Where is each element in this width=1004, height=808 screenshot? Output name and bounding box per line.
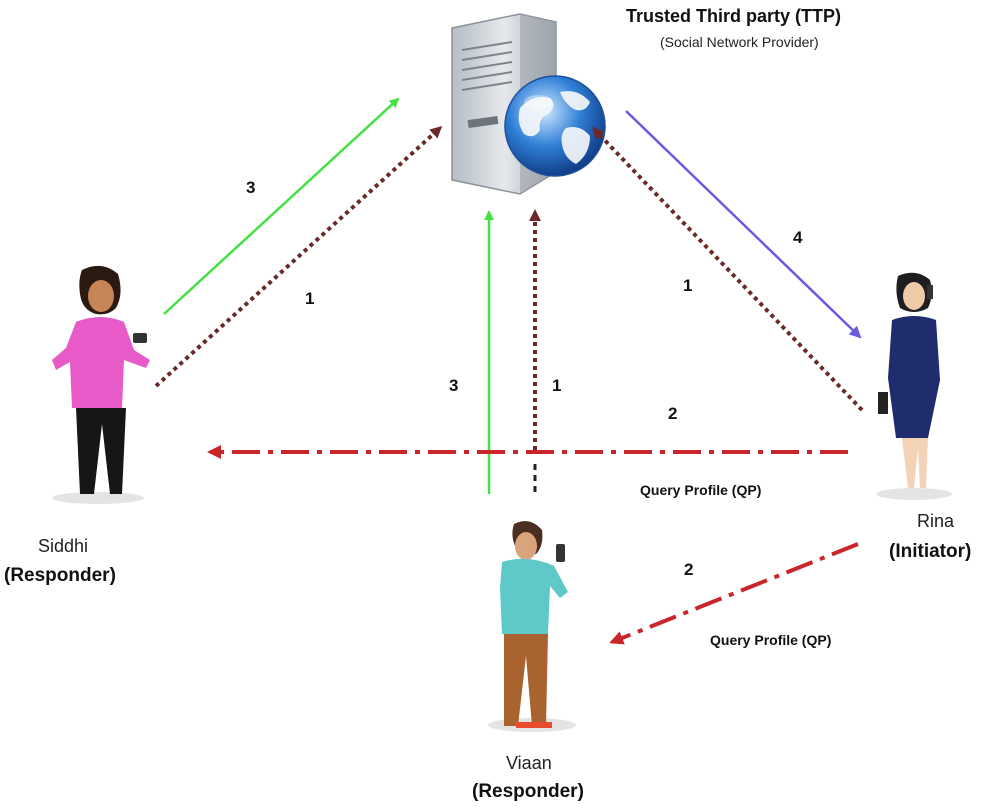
arrow-rina-to-viaan-query [609,542,859,645]
step-label-viaan-dotted: 1 [552,376,562,395]
arrow-siddhi-to-ttp-response [163,97,400,315]
rina-figure [876,272,952,500]
rina-name: Rina [917,511,955,531]
globe-icon [504,75,606,177]
arrow-siddhi-to-ttp-register [154,125,443,388]
siddhi-figure [52,265,150,504]
step-label-ttp-to-rina: 4 [793,228,803,247]
step-label-rina-dotted: 1 [683,276,693,295]
step-label-siddhi-dotted: 1 [305,289,315,308]
rina-role: (Initiator) [889,541,972,562]
viaan-figure [488,521,576,732]
step-label-query-siddhi: 2 [668,404,678,423]
arrow-ttp-to-rina-result [625,110,862,339]
arrow-rina-to-ttp-register [591,126,864,412]
query-label-viaan: Query Profile (QP) [710,632,832,648]
siddhi-role: (Responder) [4,565,116,586]
ttp-title: Trusted Third party (TTP) [626,6,842,26]
siddhi-name: Siddhi [38,536,89,556]
viaan-role: (Responder) [472,781,584,802]
viaan-name: Viaan [506,753,552,773]
step-label-query-viaan: 2 [684,560,694,579]
query-label-siddhi: Query Profile (QP) [640,482,762,498]
step-label-siddhi-green: 3 [246,178,256,197]
step-label-viaan-green: 3 [449,376,459,395]
ttp-subtitle: (Social Network Provider) [660,34,819,50]
